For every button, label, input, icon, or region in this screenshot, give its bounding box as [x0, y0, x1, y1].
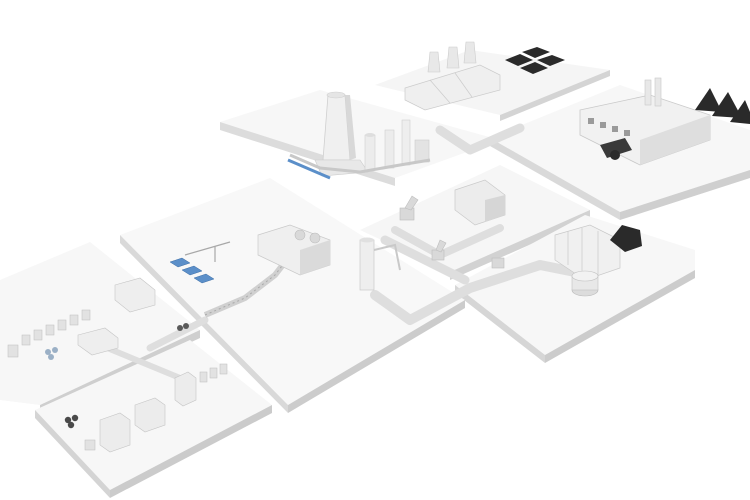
- coal-pile-icon: [610, 225, 642, 252]
- robot-cell: [399, 179, 506, 269]
- packaging-line: [64, 363, 228, 453]
- silo-icon: [427, 41, 477, 73]
- silo-icon: [359, 237, 375, 291]
- assembly-line: [7, 277, 189, 360]
- crane-icon: [184, 241, 231, 262]
- solar-panel-icon: [169, 257, 215, 284]
- factory-hall: [579, 77, 750, 166]
- barrel-icon: [64, 414, 79, 429]
- silo-icon: [364, 133, 376, 171]
- tank-area: [554, 224, 642, 297]
- main-production: [169, 224, 401, 318]
- robot-arm-icon: [399, 195, 505, 269]
- coal-pile-icon: [505, 47, 565, 74]
- storage-buildings: [404, 41, 565, 111]
- coal-pile-icon: [695, 88, 750, 124]
- refinery-complex: [287, 91, 431, 180]
- barrel-icon: [45, 323, 189, 360]
- silo-icon: [571, 270, 599, 297]
- conveyor-icon: [203, 260, 288, 318]
- truck-icon: [77, 277, 156, 356]
